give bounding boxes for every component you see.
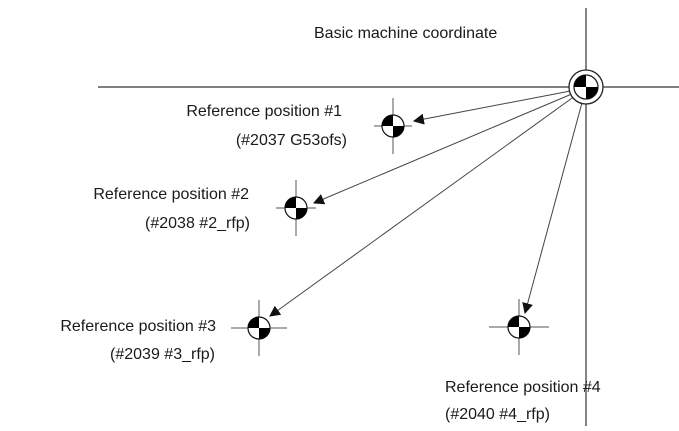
origin-label: Basic machine coordinate [314, 25, 497, 42]
reference-point-icon-1 [374, 98, 412, 154]
ref-3-param: (#2039 #3_rfp) [110, 346, 215, 363]
ref-3-name: Reference position #3 [60, 318, 216, 335]
ref-4-name: Reference position #4 [445, 379, 601, 396]
vector-ref-3 [269, 87, 587, 317]
machine-origin-icon [568, 69, 604, 105]
ref-4-param: (#2040 #4_rfp) [445, 406, 550, 423]
ref-1-name: Reference position #1 [186, 103, 342, 120]
ref-2-name: Reference position #2 [93, 186, 249, 203]
reference-point-icon-2 [276, 180, 316, 236]
reference-point-icon-3 [231, 300, 287, 356]
ref-2-param: (#2038 #2_rfp) [145, 215, 250, 232]
ref-1-param: (#2037 G53ofs) [236, 132, 347, 149]
vector-ref-1 [412, 87, 587, 125]
reference-point-icon-4 [489, 299, 549, 355]
vector-ref-2 [312, 87, 587, 205]
vector-ref-4 [522, 87, 587, 315]
